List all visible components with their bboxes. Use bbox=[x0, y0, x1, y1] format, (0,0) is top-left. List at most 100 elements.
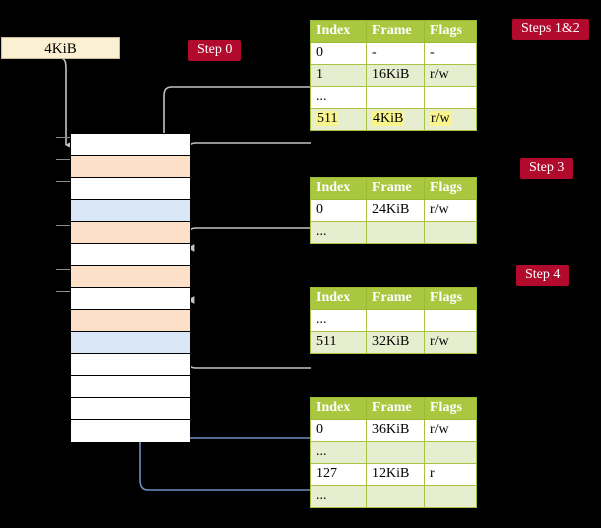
cell-frame: 32KiB bbox=[366, 331, 425, 354]
cell-flags bbox=[424, 221, 477, 244]
column-header-frame: Frame bbox=[366, 397, 425, 420]
cell-frame bbox=[366, 485, 425, 508]
cell-frame bbox=[366, 86, 425, 109]
cell-flags: r/w bbox=[424, 419, 477, 442]
cell-index: ... bbox=[310, 441, 367, 464]
cell-frame: 36KiB bbox=[366, 419, 425, 442]
cell-flags: r/w bbox=[424, 199, 477, 222]
column-header-index: Index bbox=[310, 20, 367, 43]
cell-flags: - bbox=[424, 42, 477, 65]
cell-flags bbox=[424, 485, 477, 508]
column-header-flags: Flags bbox=[424, 177, 477, 200]
cell-index: ... bbox=[310, 485, 367, 508]
memory-frame-row bbox=[71, 266, 190, 288]
badge-step-3-label: Step 3 bbox=[529, 160, 565, 175]
memory-tick bbox=[56, 137, 72, 138]
cell-highlight: 511 bbox=[316, 111, 339, 126]
cell-flags: r/w bbox=[424, 64, 477, 87]
cell-frame: 16KiB bbox=[366, 64, 425, 87]
memory-tick bbox=[56, 225, 72, 226]
cell-index: 0 bbox=[310, 199, 367, 222]
memory-frame-row bbox=[71, 376, 190, 398]
badge-step-4-label: Step 4 bbox=[525, 267, 561, 282]
memory-tick bbox=[56, 181, 72, 182]
cell-frame: 4KiB bbox=[366, 108, 425, 131]
cell-flags: r/w bbox=[424, 108, 477, 131]
cell-frame: 12KiB bbox=[366, 463, 425, 486]
wire-level1-127 bbox=[133, 208, 311, 491]
cell-frame: - bbox=[366, 42, 425, 65]
badge-step-4: Step 4 bbox=[516, 265, 570, 286]
badge-step-0-label: Step 0 bbox=[197, 42, 233, 57]
wire-step0 bbox=[59, 57, 73, 149]
wire-step3 bbox=[187, 227, 311, 304]
memory-frame-row bbox=[71, 156, 190, 178]
wire-steps12 bbox=[163, 86, 311, 229]
cell-index: 511 bbox=[310, 108, 367, 131]
cell-flags: r bbox=[424, 463, 477, 486]
column-header-frame: Frame bbox=[366, 20, 425, 43]
memory-frame-row bbox=[71, 332, 190, 354]
memory-frame-row bbox=[71, 200, 190, 222]
memory-frame-row bbox=[71, 178, 190, 200]
cell-index: 0 bbox=[310, 42, 367, 65]
table-row: ... bbox=[310, 441, 477, 464]
badge-steps-1-2: Steps 1&2 bbox=[512, 19, 589, 40]
memory-tick bbox=[56, 159, 72, 160]
badge-steps-1-2-label: Steps 1&2 bbox=[521, 21, 580, 36]
table-row: ... bbox=[310, 309, 477, 332]
cell-index: 511 bbox=[310, 331, 367, 354]
physical-memory-rows bbox=[70, 133, 191, 442]
memory-frame-row bbox=[71, 398, 190, 420]
cell-flags bbox=[424, 86, 477, 109]
virtual-address-box: 4KiB bbox=[1, 37, 120, 59]
badge-step-3: Step 3 bbox=[520, 158, 574, 179]
memory-frame-row bbox=[71, 420, 190, 442]
table-row: ... bbox=[310, 86, 477, 109]
cell-flags: r/w bbox=[424, 331, 477, 354]
cell-highlight: 4KiB bbox=[372, 111, 405, 126]
column-header-flags: Flags bbox=[424, 397, 477, 420]
memory-tick bbox=[56, 269, 72, 270]
column-header-index: Index bbox=[310, 397, 367, 420]
table-row: ... bbox=[310, 221, 477, 244]
memory-frame-row bbox=[71, 222, 190, 244]
column-header-index: Index bbox=[310, 177, 367, 200]
cell-highlight: r/w bbox=[430, 111, 451, 126]
memory-frame-row bbox=[71, 134, 190, 156]
memory-frame-row bbox=[71, 244, 190, 266]
wire-step4 bbox=[181, 296, 311, 369]
cell-index: 1 bbox=[310, 64, 367, 87]
column-header-frame: Frame bbox=[366, 177, 425, 200]
cell-flags bbox=[424, 309, 477, 332]
memory-frame-row bbox=[71, 288, 190, 310]
cell-index: ... bbox=[310, 221, 367, 244]
cell-index: 0 bbox=[310, 419, 367, 442]
cell-frame bbox=[366, 221, 425, 244]
cell-index: 127 bbox=[310, 463, 367, 486]
table-row: 0-- bbox=[310, 42, 477, 65]
badge-step-0: Step 0 bbox=[188, 40, 242, 61]
cell-index: ... bbox=[310, 309, 367, 332]
memory-frame-row bbox=[71, 354, 190, 376]
cell-frame: 24KiB bbox=[366, 199, 425, 222]
column-header-flags: Flags bbox=[424, 20, 477, 43]
column-header-flags: Flags bbox=[424, 287, 477, 310]
virtual-address-label: 4KiB bbox=[44, 41, 77, 57]
cell-frame bbox=[366, 309, 425, 332]
cell-frame bbox=[366, 441, 425, 464]
wire-level4-511 bbox=[187, 142, 311, 252]
column-header-frame: Frame bbox=[366, 287, 425, 310]
cell-index: ... bbox=[310, 86, 367, 109]
table-row: ... bbox=[310, 485, 477, 508]
memory-frame-row bbox=[71, 310, 190, 332]
